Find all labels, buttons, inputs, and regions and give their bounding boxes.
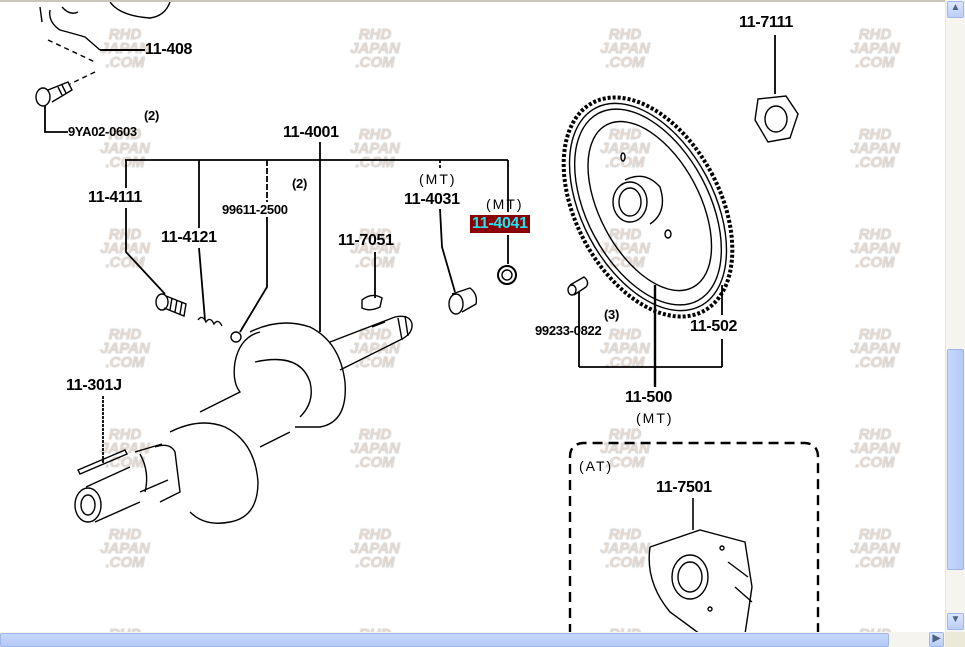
part-label-99611-2500[interactable]: 99611-2500	[222, 202, 288, 217]
quantity-label: (3)	[604, 307, 619, 322]
part-label-11-7111[interactable]: 11-7111	[739, 14, 793, 31]
bushing-drawing	[448, 287, 478, 315]
part-label-11-4111[interactable]: 11-4111	[88, 189, 142, 206]
quantity-label: (2)	[144, 108, 159, 123]
part-label-11-502[interactable]: 11-502	[690, 318, 738, 335]
spring-drawing	[197, 316, 223, 327]
flywheel-drawing	[561, 95, 735, 319]
oil-seal-drawing	[497, 265, 517, 285]
chevron-down-icon[interactable]: ▼	[947, 613, 964, 630]
part-label-11-4031[interactable]: 11-4031	[404, 191, 460, 208]
at-option-box	[568, 441, 820, 632]
oil-jet-bolt-drawing	[155, 293, 187, 317]
flywheel-hub-drawing	[612, 152, 672, 239]
vertical-scrollbar[interactable]: ▲ ▼	[945, 0, 965, 632]
part-label-11-301J[interactable]: 11-301J	[66, 377, 122, 394]
variant-label-mt: (MT)	[486, 196, 524, 212]
part-label-11-7051[interactable]: 11-7051	[338, 232, 394, 249]
part-label-11-500[interactable]: 11-500	[625, 389, 673, 406]
bracket-part-drawing	[39, 2, 171, 85]
drive-plate-drawing	[648, 529, 753, 632]
woodruff-key-drawing	[361, 294, 383, 311]
crankshaft-tree-lines	[102, 142, 509, 464]
quantity-label: (2)	[292, 176, 307, 191]
variant-label-at: (AT)	[579, 458, 614, 474]
scrollbar-corner	[945, 632, 965, 647]
horizontal-scroll-thumb[interactable]	[0, 633, 889, 647]
part-label-11-7501[interactable]: 11-7501	[656, 479, 712, 496]
parts-diagram	[35, 2, 820, 632]
part-label-9YA02-0603[interactable]: 9YA02-0603	[68, 124, 137, 139]
part-label-11-4001[interactable]: 11-4001	[283, 124, 339, 141]
part-label-11-4121[interactable]: 11-4121	[161, 229, 217, 246]
part-label-11-4041-highlighted[interactable]: 11-4041	[470, 215, 530, 233]
leader-line	[44, 106, 68, 133]
variant-label-mt: (MT)	[636, 410, 674, 426]
nut-drawing	[754, 95, 799, 143]
bolt-drawing	[35, 81, 73, 107]
dowel-pin-drawing	[567, 276, 589, 296]
part-label-99233-0822[interactable]: 99233-0822	[535, 323, 602, 338]
diagram-viewport: 11-408 (2) 9YA02-0603 11-4001 (2) 99611-…	[0, 0, 945, 632]
part-label-11-408[interactable]: 11-408	[145, 41, 193, 58]
crankshaft-drawing	[74, 315, 413, 524]
horizontal-scrollbar[interactable]: ▶	[0, 632, 945, 647]
flywheel-tree-lines	[578, 285, 723, 387]
chevron-right-icon[interactable]: ▶	[929, 632, 944, 647]
vertical-scroll-thumb[interactable]	[947, 349, 964, 570]
chevron-up-icon[interactable]: ▲	[947, 1, 964, 18]
ball-drawing	[230, 331, 242, 343]
variant-label-mt: (MT)	[419, 171, 457, 187]
